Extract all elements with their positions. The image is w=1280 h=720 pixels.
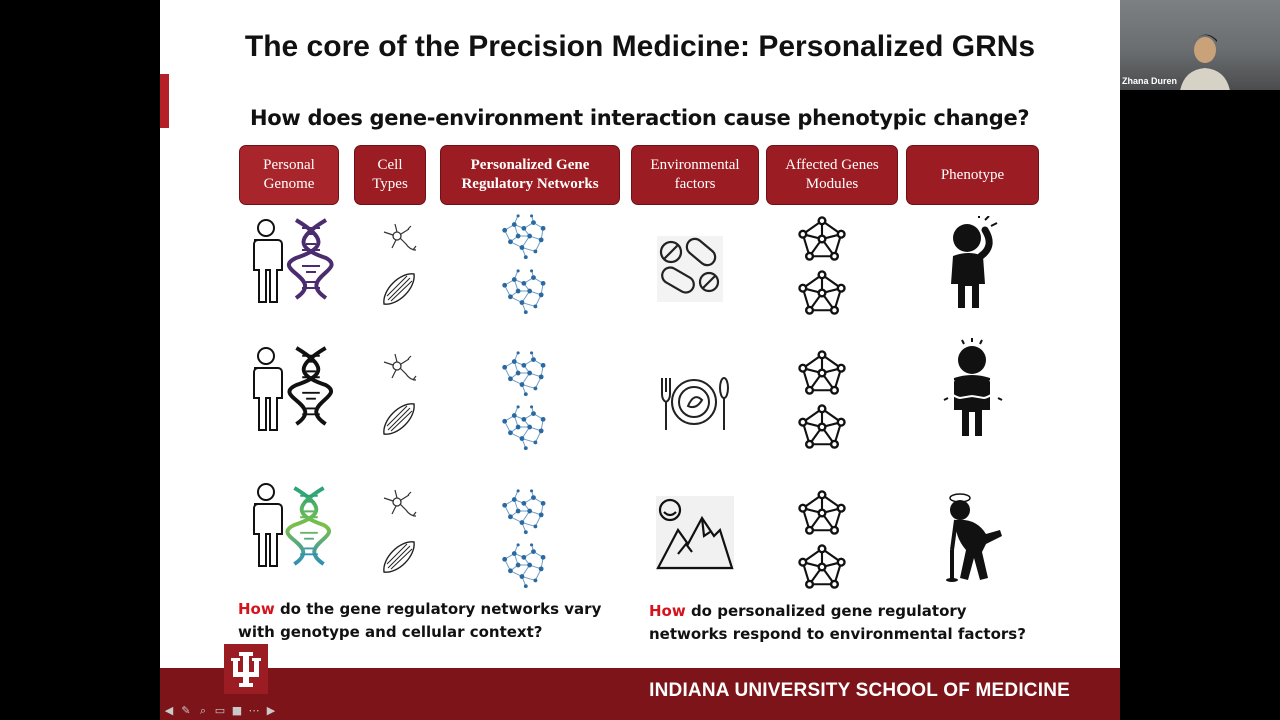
dna-icon <box>287 346 334 426</box>
network-icon <box>501 268 546 315</box>
header-personalized-grn: Personalized Gene Regulatory Networks <box>441 146 619 204</box>
stomachache-person-icon <box>943 338 1003 436</box>
gene-module-icon <box>798 490 846 535</box>
how-label: How <box>238 600 275 618</box>
slide-footer: INDIANA UNIVERSITY SCHOOL OF MEDICINE <box>160 668 1120 720</box>
participant-video[interactable]: Zhana Duren <box>1120 0 1280 90</box>
question-line-2: with genotype and cellular context? <box>238 623 543 641</box>
question-grn-variation: How do the gene regulatory networks vary… <box>238 598 601 644</box>
neuron-icon <box>383 223 417 251</box>
zoom-icon[interactable]: ⌕ <box>199 704 207 717</box>
presentation-toolbar: ◀ ✎ ⌕ ▭ ■ ⋯ ▶ <box>162 704 278 718</box>
muscle-icon <box>383 273 415 305</box>
network-icon <box>501 404 546 451</box>
how-label: How <box>649 602 686 620</box>
gene-module-icon <box>798 350 846 395</box>
neuron-icon <box>383 489 417 517</box>
network-icon <box>501 542 546 589</box>
question-line-1: do the gene regulatory networks vary <box>274 600 602 618</box>
camera-icon[interactable]: ■ <box>231 704 243 717</box>
gene-module-icon <box>798 544 846 589</box>
network-icon <box>501 350 546 397</box>
more-icon[interactable]: ⋯ <box>248 704 260 717</box>
participant-silhouette <box>1180 34 1230 90</box>
gene-module-icon <box>798 404 846 449</box>
network-icon <box>501 213 546 260</box>
question-environment-response: How do personalized gene regulatory netw… <box>649 600 1026 646</box>
question-line-2: networks respond to environmental factor… <box>649 625 1026 643</box>
header-cell-types: Cell Types <box>355 146 425 204</box>
mountain-sun-icon <box>656 496 734 570</box>
slide-title: The core of the Precision Medicine: Pers… <box>244 30 1036 63</box>
muscle-icon <box>383 541 415 573</box>
captions-icon[interactable]: ▭ <box>214 704 226 717</box>
neuron-icon <box>383 353 417 381</box>
header-environmental-factors: Environmental factors <box>632 146 758 204</box>
pen-icon[interactable]: ✎ <box>181 704 191 717</box>
participant-name: Zhana Duren <box>1122 76 1178 86</box>
gene-module-icon <box>798 270 846 315</box>
trident-icon <box>231 652 261 687</box>
muscle-icon <box>383 403 415 435</box>
pills-icon <box>657 236 723 302</box>
gene-module-icon <box>798 216 846 261</box>
next-slide-icon[interactable]: ▶ <box>266 704 276 717</box>
dizzy-person-icon <box>946 493 1002 582</box>
slide-accent-bar <box>160 74 169 128</box>
slide-question: How does gene-environment interaction ca… <box>250 106 1030 130</box>
dna-icon <box>287 218 334 300</box>
header-phenotype: Phenotype <box>907 146 1038 204</box>
header-affected-genes-modules: Affected Genes Modules <box>767 146 897 204</box>
footer-institution: INDIANA UNIVERSITY SCHOOL OF MEDICINE <box>649 680 1070 701</box>
question-line-1: do personalized gene regulatory <box>685 602 967 620</box>
dna-icon <box>285 486 332 566</box>
presentation-slide: The core of the Precision Medicine: Pers… <box>160 0 1120 720</box>
headache-person-icon <box>951 216 998 308</box>
header-personal-genome: Personal Genome <box>240 146 338 204</box>
plate-cutlery-icon <box>661 377 729 430</box>
iu-trident-logo <box>224 644 268 694</box>
prev-slide-icon[interactable]: ◀ <box>164 704 174 717</box>
network-icon <box>501 488 546 535</box>
